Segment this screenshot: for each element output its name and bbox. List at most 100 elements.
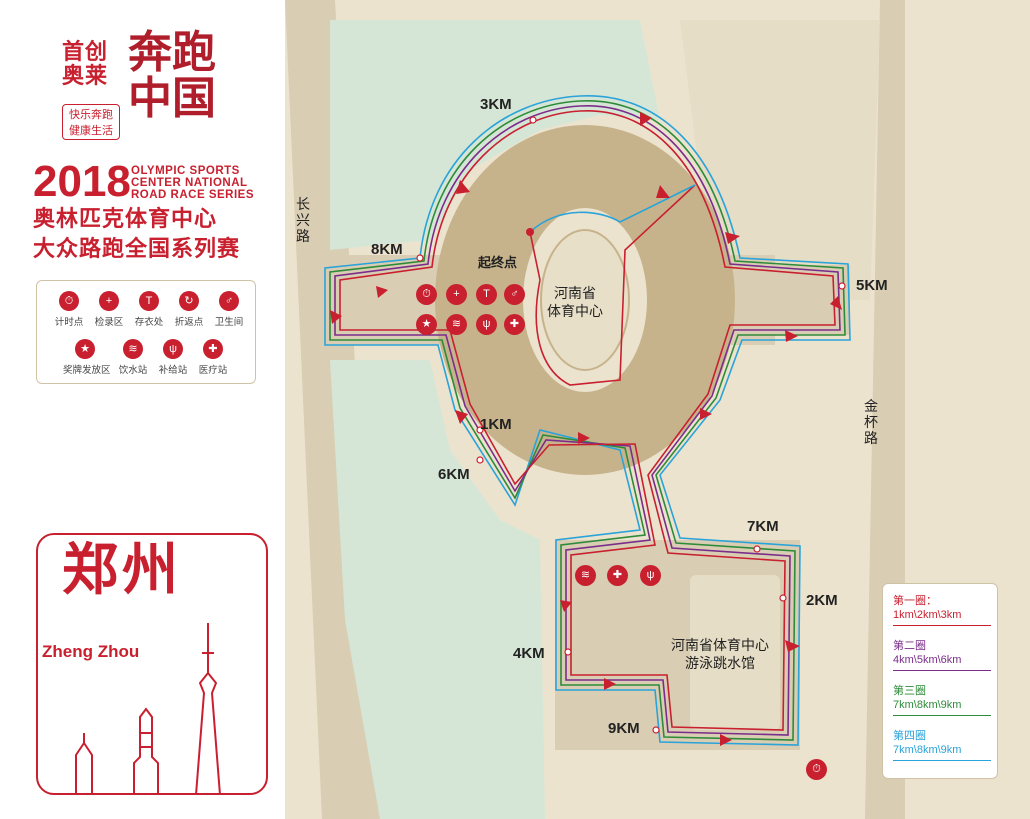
start-finish-point	[526, 228, 534, 236]
legend-label: 医疗站	[198, 365, 228, 376]
km-dot	[476, 456, 484, 464]
km-dot	[476, 426, 484, 434]
loop-2-title: 第二圈	[893, 640, 926, 652]
venue-aquatics-line1: 河南省体育中心	[671, 637, 769, 653]
road-label-east: 金杯路	[864, 398, 878, 446]
route-arrow	[725, 232, 740, 244]
brand-slogan: 奔跑中国	[128, 27, 216, 124]
route-arrow	[720, 734, 732, 746]
loop-2: 第二圈 4km\5km\6km	[893, 639, 991, 671]
route-loop-1	[339, 110, 836, 731]
supply-icon: ψ	[163, 339, 183, 359]
stopwatch-icon[interactable]: ⏱	[416, 284, 437, 305]
water-icon: ≋	[123, 339, 143, 359]
brand-seal: 快乐奔跑 健康生活	[62, 104, 120, 140]
loop-1-title: 第一圈：	[893, 595, 937, 607]
brand-logo: 首创 奥莱	[62, 40, 132, 88]
facility-legend: ⏱ 计时点 + 检录区 T 存衣处 ↻ 折返点 ♂ 卫生间 ★ 奖牌发放区 ≋ …	[36, 280, 256, 384]
route-arrow	[455, 410, 468, 424]
route-loop-2	[334, 105, 841, 736]
loop-3: 第三圈 7km\8km\9km	[893, 684, 991, 716]
legend-item-bag: T 存衣处	[127, 291, 171, 328]
checkin-icon[interactable]: +	[446, 284, 467, 305]
restroom-icon[interactable]: ♂	[504, 284, 525, 305]
legend-item-supply: ψ 补给站	[151, 339, 195, 376]
city-name-en: Zheng Zhou	[42, 642, 140, 661]
venue-stadium: 河南省 体育中心	[535, 284, 615, 320]
legend-label: 检录区	[94, 317, 124, 328]
legend-item-timing: ⏱ 计时点	[47, 291, 91, 328]
event-title-cn-2: 大众路跑全国系列赛	[33, 236, 241, 261]
block-northeast	[680, 20, 880, 300]
route-arrow	[578, 432, 590, 444]
legend-item-restroom: ♂ 卫生间	[207, 291, 251, 328]
legend-label: 奖牌发放区	[63, 365, 111, 376]
brand-name-2: 奥莱	[62, 63, 109, 88]
road-label-west: 长兴路	[296, 196, 310, 244]
legend-label: 存衣处	[134, 317, 164, 328]
start-finish-spur-2	[529, 184, 696, 233]
km-dot	[529, 116, 537, 124]
km-dot	[779, 594, 787, 602]
turnaround-icon: ↻	[179, 291, 199, 311]
supply-icon[interactable]: ψ	[640, 565, 661, 586]
city-name-cn: 郑州	[62, 537, 182, 603]
restroom-icon: ♂	[219, 291, 239, 311]
route-arrow	[640, 112, 652, 126]
legend-item-water: ≋ 饮水站	[111, 339, 155, 376]
event-year: 2018	[33, 157, 131, 206]
loop-3-title: 第三圈	[893, 685, 926, 697]
venue-aquatics-line2: 游泳跳水馆	[685, 655, 755, 671]
km-dot	[564, 648, 572, 656]
legend-item-checkin: + 检录区	[87, 291, 131, 328]
water-icon[interactable]: ≋	[575, 565, 596, 586]
park-north	[330, 20, 660, 250]
supply-icon[interactable]: ψ	[476, 314, 497, 335]
tshirt-icon[interactable]: T	[476, 284, 497, 305]
sidebar: 首创 奥莱 奔跑中国 快乐奔跑 健康生活 2018 OLYMPIC SPORTS…	[0, 0, 285, 819]
water-icon[interactable]: ≋	[446, 314, 467, 335]
km-dot	[416, 254, 424, 262]
legend-label: 卫生间	[214, 317, 244, 328]
loop-2-kms: 4km\5km\6km	[893, 654, 962, 666]
route-arrows	[330, 112, 842, 746]
route-arrow	[785, 640, 800, 652]
route-arrow	[700, 408, 712, 420]
loop-4-title: 第四圈	[893, 730, 926, 742]
venue-stadium-line2: 体育中心	[547, 303, 603, 319]
loop-1-kms: 1km\2km\3km	[893, 609, 962, 621]
medical-icon[interactable]: ✚	[607, 565, 628, 586]
venue-aquatics: 河南省体育中心 游泳跳水馆	[655, 636, 785, 672]
start-finish-spur	[529, 184, 696, 386]
medal-icon[interactable]: ★	[416, 314, 437, 335]
aquatics-building	[690, 575, 780, 730]
stopwatch-icon: ⏱	[59, 291, 79, 311]
medical-icon: ✚	[203, 339, 223, 359]
loop-1: 第一圈： 1km\2km\3km	[893, 594, 991, 626]
event-title-cn-1: 奥林匹克体育中心	[33, 206, 218, 231]
loop-4: 第四圈 7km\8km\9km	[893, 729, 991, 761]
route-lines	[324, 95, 851, 746]
km-dots	[416, 116, 846, 734]
km-dot	[753, 545, 761, 553]
route-arrow	[604, 678, 616, 690]
legend-label: 饮水站	[118, 365, 148, 376]
tshirt-icon: T	[139, 291, 159, 311]
km-label-4: 4KM	[513, 645, 545, 662]
medical-icon[interactable]: ✚	[504, 314, 525, 335]
km-dot	[838, 282, 846, 290]
legend-item-medal: ★ 奖牌发放区	[63, 339, 111, 376]
km-label-5: 5KM	[856, 277, 888, 294]
stadium-field	[540, 229, 630, 371]
route-arrow	[560, 600, 572, 612]
km-label-1: 1KM	[480, 416, 512, 433]
park-west	[330, 360, 545, 819]
route-arrow	[785, 330, 798, 342]
tv-tower-skyline-icon	[75, 623, 221, 795]
route-arrow	[456, 180, 470, 194]
stopwatch-icon[interactable]: ⏱	[806, 759, 827, 780]
brand-name-1: 首创	[62, 39, 109, 64]
km-label-6: 6KM	[438, 466, 470, 483]
venue-stadium-line1: 河南省	[554, 285, 596, 301]
route-arrow	[830, 296, 842, 310]
